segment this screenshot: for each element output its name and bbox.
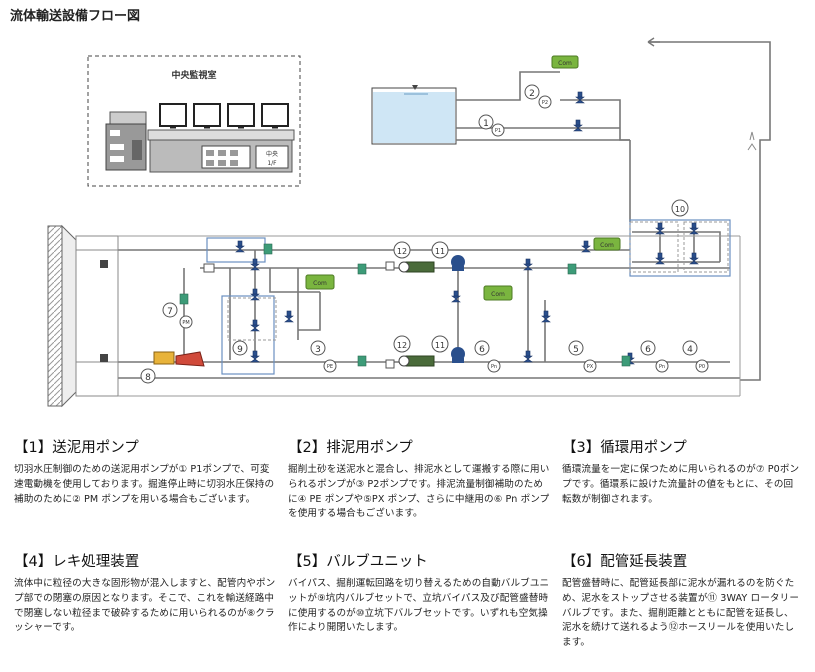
- shield-machine: [47, 224, 119, 408]
- crusher: [153, 351, 205, 367]
- callout-7: 7: [162, 302, 178, 318]
- svg-text:11: 11: [435, 247, 445, 256]
- pump-p0: P0: [695, 359, 709, 373]
- pump-icons: P1 P2 PM PE Pn PX Pn P0: [153, 95, 709, 373]
- pump-pn1: Pn: [487, 359, 501, 373]
- section-circulation-pump: 【3】循環用ポンプ 循環流量を一定に保つために用いられるのが⑦ P0ポンプです。…: [562, 436, 802, 507]
- svg-text:8: 8: [145, 373, 151, 383]
- section-feed-pump: 【1】送泥用ポンプ 切羽水圧制御のための送泥用ポンプが① P1ポンプで、可変速電…: [14, 436, 276, 507]
- monitor-screens: [159, 103, 289, 129]
- flow-arrow-icon: [647, 37, 660, 47]
- section-title: 【2】排泥用ポンプ: [288, 440, 413, 456]
- rotary-valve-lower: [451, 347, 465, 363]
- page-title: 流体輸送設備フロー図: [10, 9, 141, 24]
- section-title: 【4】レキ処理装置: [14, 554, 140, 570]
- callout-12b: 12: [393, 335, 411, 353]
- svg-text:6: 6: [645, 345, 651, 355]
- compressor-label-1: Com: [558, 60, 572, 67]
- copier-machine: [105, 111, 147, 171]
- svg-text:3: 3: [315, 345, 321, 355]
- pump-p2: P2: [538, 95, 552, 109]
- svg-text:10: 10: [675, 205, 685, 214]
- control-console: 中央 1/F: [147, 129, 295, 173]
- callout-11a: 11: [431, 241, 449, 259]
- section-discharge-pump: 【2】排泥用ポンプ 掘削土砂を送泥水と混合し、排泥水として運搬する際に用いられる…: [288, 436, 550, 522]
- svg-text:P1: P1: [495, 128, 501, 134]
- console-label-bottom: 1/F: [267, 160, 277, 167]
- svg-text:12: 12: [397, 341, 407, 350]
- svg-text:P0: P0: [699, 364, 705, 370]
- callout-11b: 11: [431, 335, 449, 353]
- tunnel-outline: [118, 235, 741, 397]
- section-gravel-processing: 【4】レキ処理装置 流体中に粒径の大きな固形物が混入しますと、配管内やポンプ部で…: [14, 550, 276, 636]
- svg-text:11: 11: [435, 341, 445, 350]
- callout-5: 5: [568, 340, 584, 356]
- svg-text:P2: P2: [542, 100, 548, 106]
- pump-pe: PE: [323, 359, 337, 373]
- svg-text:PM: PM: [182, 320, 189, 326]
- section-body: 配管盛替時に、配管延長部に泥水が漏れるのを防ぐため、泥水をストップさせる装置が⑪…: [562, 578, 800, 649]
- svg-text:PE: PE: [327, 364, 333, 370]
- valve-set-9-box: [221, 295, 275, 375]
- compressor-label-2: Com: [600, 242, 614, 249]
- section-title: 【3】循環用ポンプ: [562, 440, 687, 456]
- pump-pm: PM: [179, 315, 193, 329]
- section-title: 【6】配管延長装置: [562, 554, 688, 570]
- section-body: 切羽水圧制御のための送泥用ポンプが① P1ポンプで、可変速電動機を使用しておりま…: [14, 464, 275, 505]
- svg-text:2: 2: [529, 89, 535, 99]
- svg-text:5: 5: [573, 345, 579, 355]
- section-pipe-extension: 【6】配管延長装置 配管盛替時に、配管延長部に泥水が漏れるのを防ぐため、泥水をス…: [562, 550, 802, 651]
- compressor-label-4: Com: [491, 291, 505, 298]
- pump-pn2: Pn: [655, 359, 669, 373]
- svg-text:7: 7: [167, 307, 173, 317]
- rotary-valve-upper: [451, 255, 465, 271]
- callout-6a: 6: [474, 340, 490, 356]
- valve-icons: [235, 91, 699, 365]
- svg-text:PX: PX: [587, 364, 594, 370]
- hose-reel-upper: [398, 261, 435, 273]
- callout-12a: 12: [393, 241, 411, 259]
- flow-diagram: 中央監視室 中: [47, 37, 771, 408]
- svg-text:1: 1: [483, 119, 489, 129]
- section-body: 掘削土砂を送泥水と混合し、排泥水として運搬する際に用いられるポンプが③ P2ポン…: [288, 464, 550, 520]
- pump-p1: P1: [491, 123, 505, 137]
- callout-numbers: 1 2 3 4 5 6 6 7 8 9 10 11 11 12 12: [140, 84, 698, 384]
- callout-4: 4: [682, 340, 698, 356]
- section-title: 【1】送泥用ポンプ: [14, 440, 139, 456]
- svg-text:6: 6: [479, 345, 485, 355]
- control-room-label: 中央監視室: [171, 69, 216, 81]
- console-label-top: 中央: [266, 150, 278, 158]
- callout-10: 10: [671, 199, 689, 217]
- slurry-tank: [371, 85, 457, 145]
- svg-text:9: 9: [237, 345, 243, 355]
- callout-2: 2: [524, 84, 540, 100]
- compressor-label-3: Com: [313, 280, 327, 287]
- callout-6b: 6: [640, 340, 656, 356]
- section-title: 【5】バルブユニット: [288, 554, 428, 570]
- section-body: 循環流量を一定に保つために用いられるのが⑦ P0ポンプです。循環系に設けた流量計…: [562, 464, 800, 505]
- control-room: 中央監視室 中: [87, 55, 301, 187]
- flowmeter-icons: [179, 243, 631, 367]
- pump-px: PX: [583, 359, 597, 373]
- section-body: 流体中に粒径の大きな固形物が混入しますと、配管内やポンプ部での閉塞の原因となりま…: [14, 578, 276, 634]
- compressor-units: Com Com Com Com: [305, 55, 621, 301]
- callout-1: 1: [478, 114, 494, 130]
- callout-8: 8: [140, 368, 156, 384]
- section-valve-unit: 【5】バルブユニット バイパス、掘削運転回路を切り替えるための自動バルブユニット…: [288, 550, 550, 636]
- section-body: バイパス、掘削運転回路を切り替えるための自動バルブユニットが⑨坑内バルブセットで…: [288, 578, 550, 634]
- svg-text:Pn: Pn: [491, 364, 497, 370]
- svg-text:Pn: Pn: [659, 364, 665, 370]
- hose-reel-lower: [398, 355, 435, 367]
- svg-text:4: 4: [687, 345, 693, 355]
- callout-9: 9: [232, 340, 248, 356]
- callout-3: 3: [310, 340, 326, 356]
- svg-text:12: 12: [397, 247, 407, 256]
